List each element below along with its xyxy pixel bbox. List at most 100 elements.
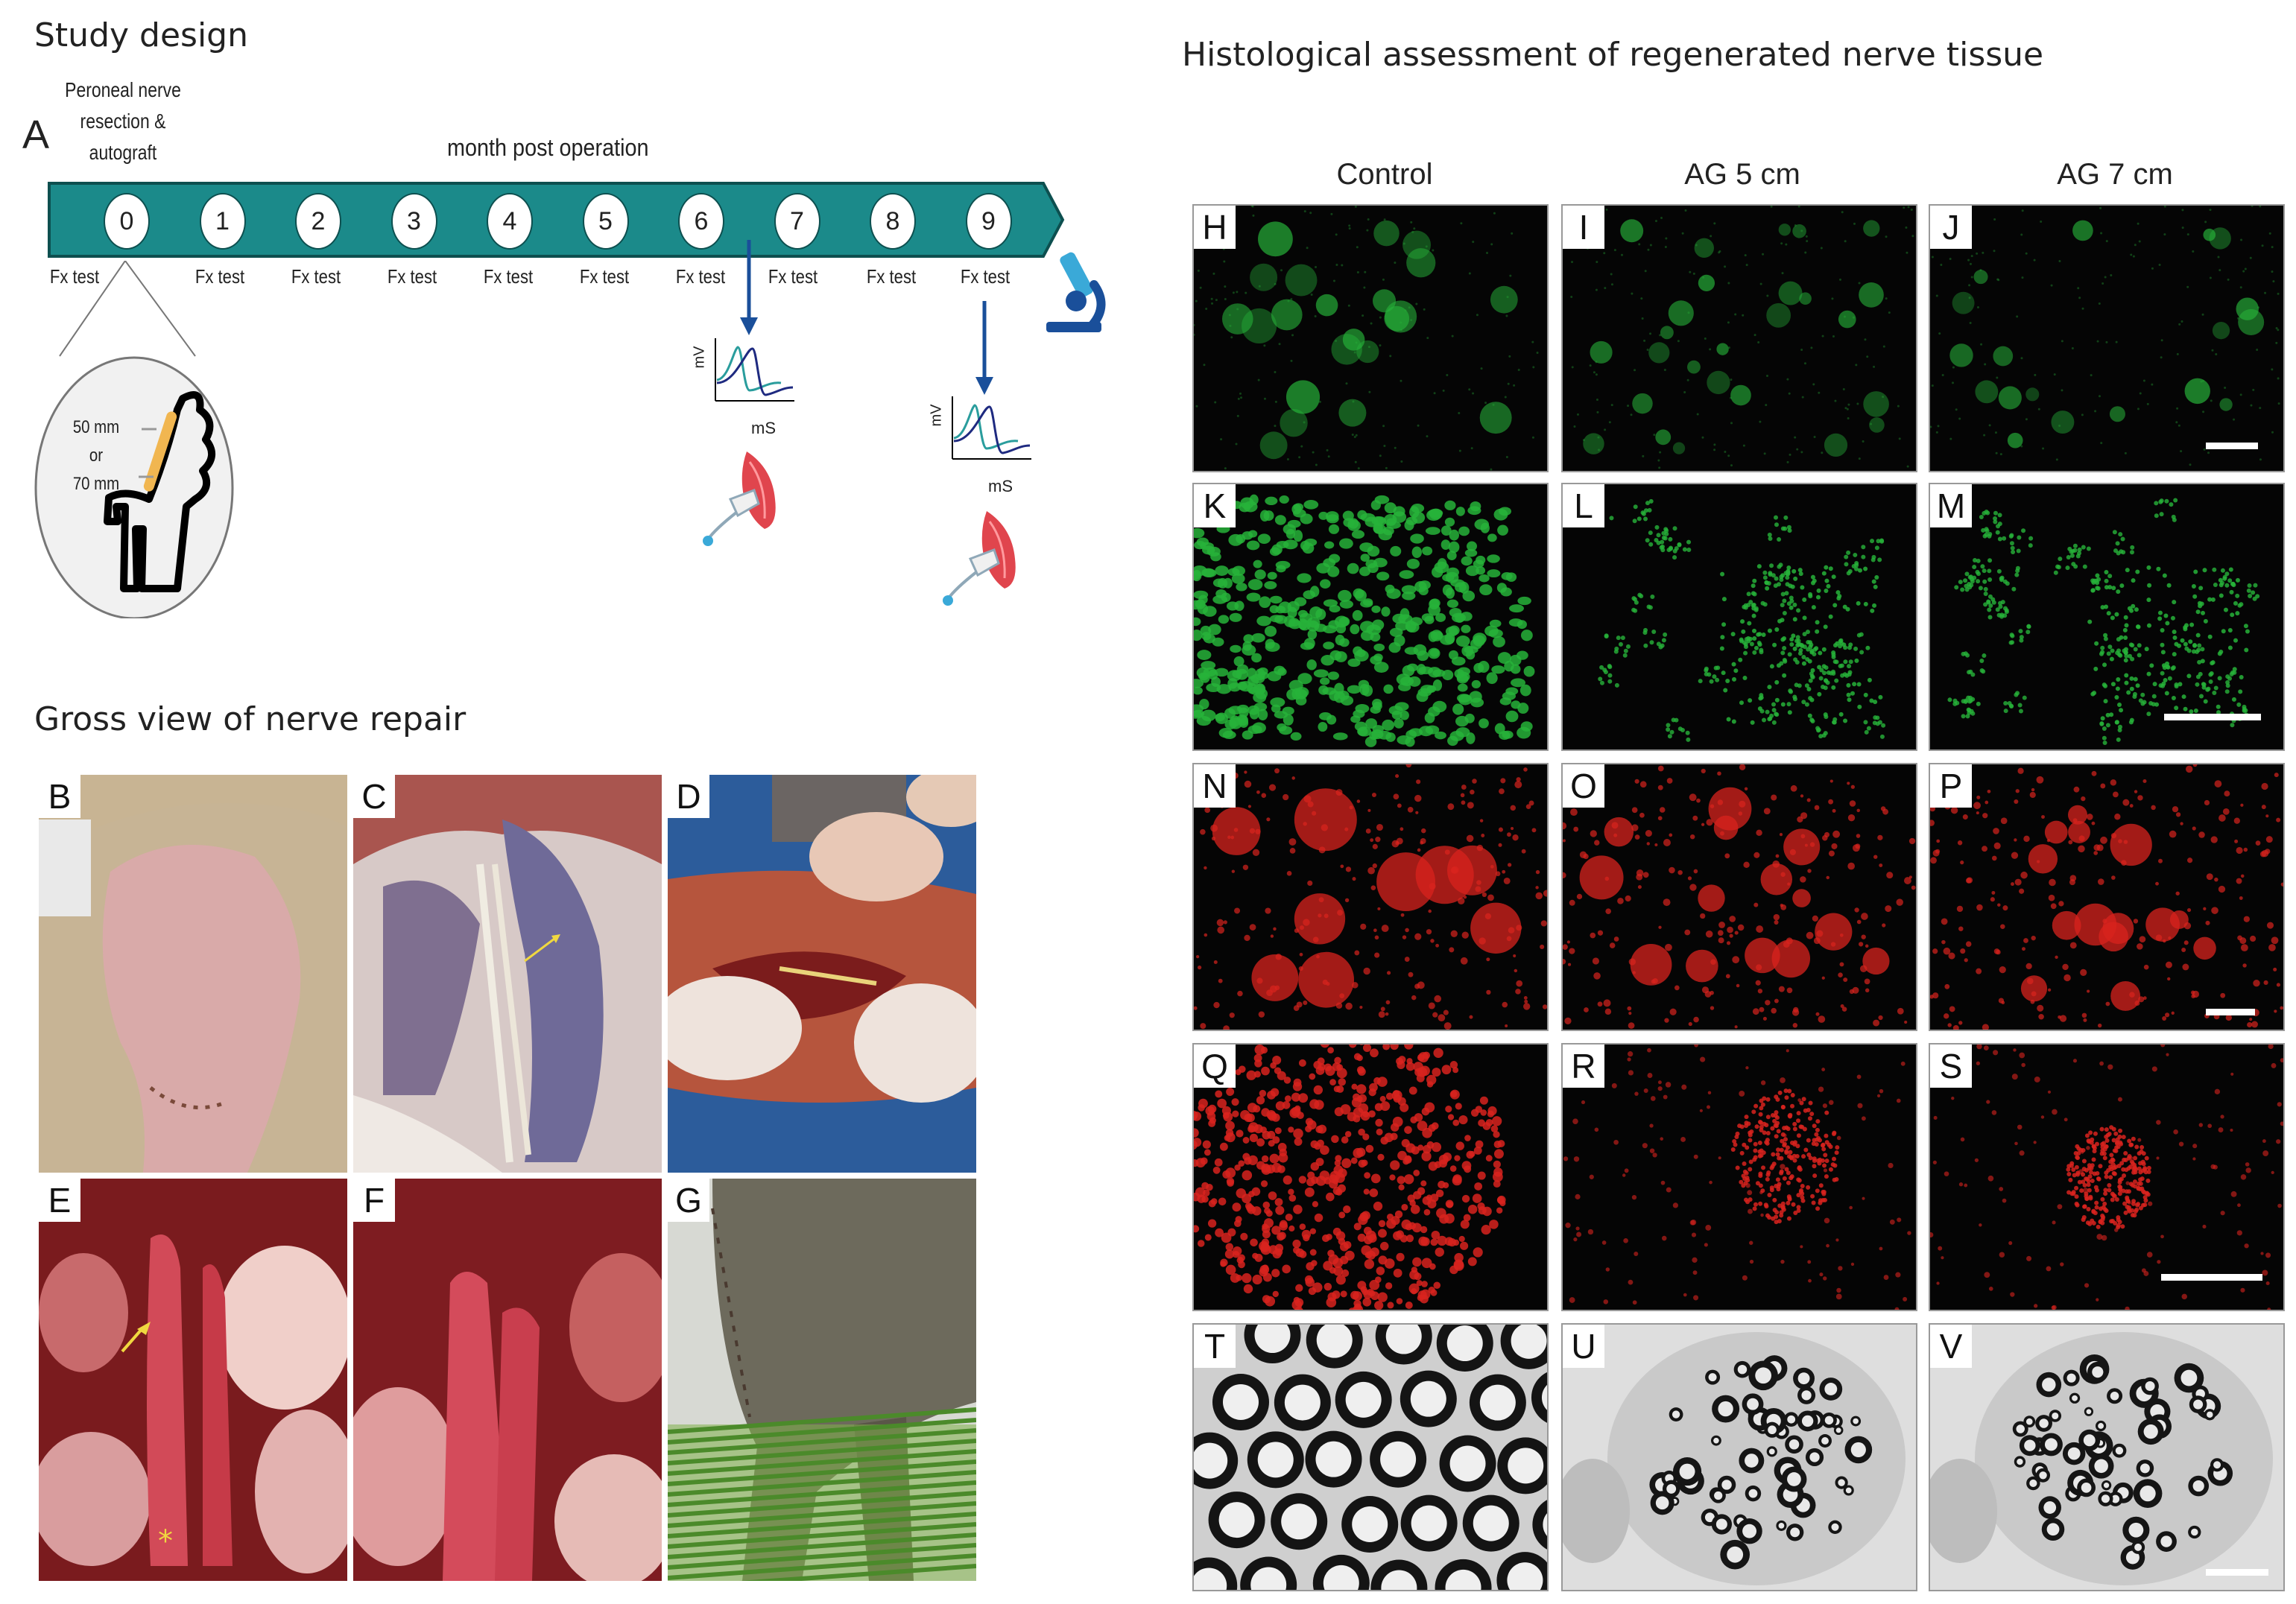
panel-letter-q: Q [1194, 1044, 1236, 1088]
panel-letter-j: J [1930, 206, 1972, 249]
fx-test-label-month-2: Fx test [291, 265, 341, 288]
muscle-probe-icon-2 [943, 511, 1016, 606]
fx-test-label-month-4: Fx test [483, 265, 534, 288]
month-marker-9: 9 [965, 193, 1012, 250]
ephys-trace-month9: mV mS [929, 395, 1033, 495]
micrograph-k [1194, 484, 1547, 749]
fx-test-label-month-3: Fx test [387, 265, 437, 288]
procedure-label-line-2: resection & [80, 110, 166, 133]
panel-letter-k: K [1194, 484, 1236, 527]
photo-c-dissection [353, 775, 662, 1173]
histology-panel-j: J [1929, 204, 2285, 472]
study-design-title: Study design [34, 16, 248, 54]
fx-test-label-month-9: Fx test [960, 265, 1011, 288]
grate-bar [668, 1543, 976, 1570]
ephys-ms-label-1: mS [751, 419, 776, 437]
month-marker-0: 0 [104, 193, 150, 250]
grate-bar [668, 1532, 976, 1559]
month-marker-4: 4 [487, 193, 533, 250]
histology-panel-n: N [1192, 763, 1549, 1031]
histology-panel-r: R [1561, 1043, 1917, 1311]
grate-bar [668, 1512, 976, 1538]
graft-shape [143, 411, 177, 492]
micrograph-s [1930, 1044, 2283, 1310]
histology-title: Histological assessment of regenerated n… [1182, 36, 2044, 74]
grate-bar [668, 1418, 976, 1445]
month-marker-3: 3 [390, 193, 437, 250]
grate-bar [739, 1564, 976, 1581]
histology-panel-u: U [1561, 1323, 1917, 1591]
graft-length-or: or [89, 446, 104, 466]
histology-panel-m: M [1929, 483, 2285, 751]
micrograph-m [1930, 484, 2283, 749]
grate-bar [668, 1491, 976, 1518]
histology-panel-k: K [1192, 483, 1549, 751]
fx-test-label-month-6: Fx test [675, 265, 726, 288]
panel-letter-a: A [22, 112, 50, 157]
ephys-mv-label-2: mV [928, 404, 945, 427]
panel-letter-c: C [353, 775, 395, 818]
grate-bar [668, 1449, 976, 1476]
month-marker-6: 6 [678, 193, 724, 250]
fx-test-label-month-1: Fx test [195, 265, 245, 288]
micrograph-t [1194, 1325, 1547, 1590]
panel-letter-e: E [39, 1179, 80, 1222]
panel-letter-f: F [353, 1179, 395, 1222]
panel-letter-o: O [1563, 764, 1604, 808]
panel-letter-h: H [1194, 206, 1236, 249]
photo-b-shaved-limb [39, 775, 347, 1173]
micrograph-h [1194, 206, 1547, 471]
photo-panel-b: B [39, 775, 347, 1173]
photo-panel-f: F [353, 1179, 662, 1581]
panel-letter-s: S [1930, 1044, 1972, 1088]
ephys-plot-1 [715, 338, 794, 402]
hindlimb-magnifier [34, 261, 234, 618]
panel-letter-n: N [1194, 764, 1236, 808]
column-header-ag7: AG 7 cm [2057, 158, 2173, 191]
photo-g-recovered-sheep [668, 1179, 976, 1581]
procedure-label-line-3: autograft [89, 141, 157, 164]
svg-text:*: * [158, 1524, 173, 1559]
month9-arrow [975, 301, 993, 395]
ephys-trace-month6: mV mS [692, 337, 796, 437]
month-marker-5: 5 [582, 193, 629, 250]
procedure-label: Peroneal nerve resection & autograft [59, 75, 187, 168]
histology-panel-p: P [1929, 763, 2285, 1031]
timeline-caption: month post operation [447, 134, 649, 161]
graft-length-50: 50 mm [72, 417, 120, 437]
micrograph-r [1563, 1044, 1916, 1310]
fx-test-label-month-0: Fx test [49, 265, 100, 288]
micrograph-u [1563, 1325, 1916, 1590]
fx-test-label-month-8: Fx test [866, 265, 917, 288]
muscle-probe-icon-1 [703, 451, 776, 546]
panel-letter-l: L [1563, 484, 1604, 527]
grate-bar [668, 1470, 976, 1497]
micrograph-l [1563, 484, 1916, 749]
grate-bar [668, 1407, 976, 1434]
photo-d-surgery [668, 775, 976, 1173]
photo-f-graft-closeup [353, 1179, 662, 1581]
panel-letter-u: U [1563, 1325, 1604, 1368]
column-header-ag5: AG 5 cm [1684, 158, 1800, 191]
month-marker-7: 7 [774, 193, 820, 250]
histology-panel-i: I [1561, 204, 1917, 472]
scale-bar-row-3 [2206, 1009, 2255, 1015]
ephys-mv-label-1: mV [691, 346, 708, 369]
micrograph-q [1194, 1044, 1547, 1310]
micrograph-o [1563, 764, 1916, 1030]
micrograph-i [1563, 206, 1916, 471]
grate-bar [668, 1553, 976, 1580]
micrograph-n [1194, 764, 1547, 1030]
grate-bar [668, 1480, 976, 1507]
month-marker-8: 8 [870, 193, 916, 250]
panel-letter-g: G [668, 1179, 709, 1222]
panel-letter-b: B [39, 775, 80, 818]
panel-letter-m: M [1930, 484, 1972, 527]
scale-bar-row-1 [2206, 443, 2258, 449]
limb-outline [104, 391, 215, 592]
gross-view-title: Gross view of nerve repair [34, 700, 467, 738]
histology-panel-l: L [1561, 483, 1917, 751]
grate-bar [668, 1522, 976, 1549]
scale-bar-row-4 [2161, 1274, 2262, 1281]
scale-bar-row-5 [2206, 1569, 2268, 1576]
